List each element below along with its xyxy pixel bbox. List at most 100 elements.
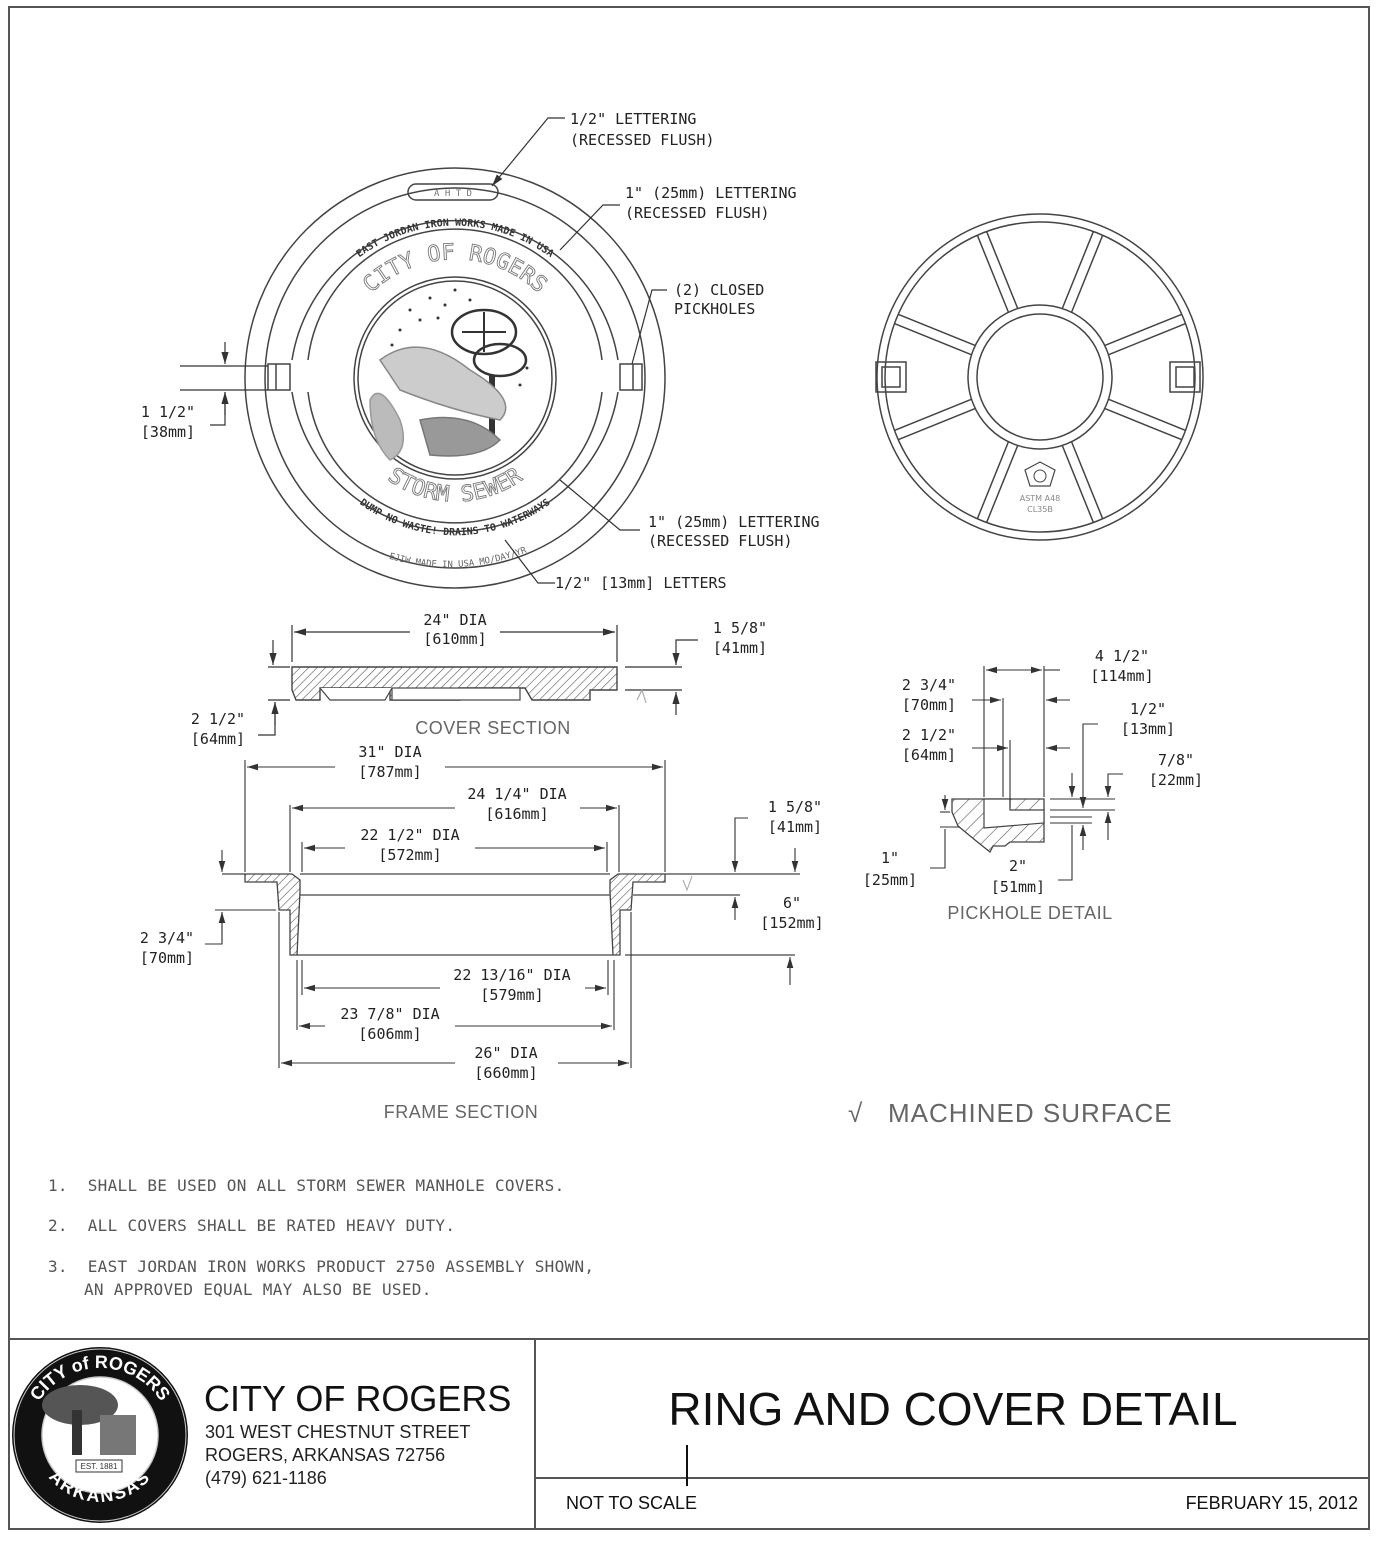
- cover-thickness-mm: [41mm]: [713, 639, 767, 657]
- pick-2-in: 2": [1009, 857, 1027, 875]
- dim-23-875-mm: [606mm]: [358, 1025, 421, 1043]
- machined-surface-legend: √ MACHINED SURFACE: [848, 1098, 1173, 1129]
- dim-22-13-16-mm: [579mm]: [480, 986, 543, 1004]
- frame-rib-5: [985, 445, 1019, 523]
- frame-rib-4: [1061, 445, 1095, 523]
- cover-art-logo: [369, 288, 529, 461]
- pick-0-5-in: 1/2": [1130, 700, 1166, 718]
- frame-section-view: 31" DIA [787mm] 24 1/4" DIA [616mm] 22 1…: [140, 743, 824, 1122]
- pick-0-875-mm: [22mm]: [1149, 771, 1203, 789]
- dim-height6-in: 6": [783, 894, 801, 912]
- note-3: 3. EAST JORDAN IRON WORKS PRODUCT 2750 A…: [48, 1257, 594, 1276]
- frame-rib-5: [976, 441, 1010, 520]
- pick-2-75-mm: [70mm]: [902, 696, 956, 714]
- dim-2-75-mm: [70mm]: [140, 949, 194, 967]
- pickhole-width-in: 1 1/2": [141, 403, 195, 421]
- dim-22-5-mm: [572mm]: [378, 846, 441, 864]
- machined-check-symbol: √: [848, 1098, 864, 1128]
- pick-1-in: 1": [881, 849, 899, 867]
- cover-height-in: 2 1/2": [191, 710, 245, 728]
- dim-26-in: 26" DIA: [474, 1044, 537, 1062]
- cover-dia-in: 24" DIA: [423, 611, 486, 629]
- pick-2-5-mm: [64mm]: [902, 746, 956, 764]
- callout-small-letters: 1/2" [13mm] LETTERS: [555, 574, 727, 592]
- title-block-frame: [8, 1338, 1370, 1530]
- note-text: SHALL BE USED ON ALL STORM SEWER MANHOLE…: [87, 1176, 565, 1195]
- callout-inner-bottom-2: (RECESSED FLUSH): [648, 532, 793, 550]
- bottom-plate-text: EJIW MADE IN USA MO/DAY/YR: [388, 545, 529, 570]
- frame-rib-7: [894, 322, 972, 356]
- seal-est-text: EST. 1881: [81, 1462, 118, 1471]
- callout-inner-top-2: (RECESSED FLUSH): [625, 204, 770, 222]
- cover-dia-mm: [610mm]: [423, 630, 486, 648]
- frame-section-caption: FRAME SECTION: [384, 1102, 539, 1122]
- frame-rib-6: [897, 407, 976, 441]
- frame-rib-2: [1104, 313, 1183, 347]
- frame-rib-0: [985, 231, 1019, 309]
- dim-24-25-mm: [616mm]: [485, 805, 548, 823]
- pick-2-mm: [51mm]: [991, 878, 1045, 896]
- phone-number: (479) 621-1186: [205, 1468, 327, 1488]
- svg-text:EJIW MADE IN USA MO/DAY/YR: EJIW MADE IN USA MO/DAY/YR: [388, 545, 529, 570]
- note-text: ALL COVERS SHALL BE RATED HEAVY DUTY.: [87, 1216, 456, 1235]
- callout-inner-top-1: 1" (25mm) LETTERING: [625, 184, 797, 202]
- callout-pickholes-2: PICKHOLES: [674, 300, 755, 318]
- svg-text:STORM SEWER: STORM SEWER: [383, 463, 527, 508]
- dim-2-75-in: 2 3/4": [140, 929, 194, 947]
- cover-plan-view: [244, 167, 666, 589]
- address-line-1: 301 WEST CHESTNUT STREET: [205, 1422, 471, 1442]
- pick-0-875-in: 7/8": [1158, 751, 1194, 769]
- pick-2-75-in: 2 3/4": [902, 676, 956, 694]
- machined-text: MACHINED SURFACE: [887, 1098, 1173, 1128]
- dim-31-in: 31" DIA: [358, 743, 421, 761]
- frame-rib-3: [1108, 398, 1186, 432]
- frame-plan-view: [875, 213, 1204, 541]
- pick-4-5-mm: [114mm]: [1090, 667, 1153, 685]
- note-1: 1. SHALL BE USED ON ALL STORM SEWER MANH…: [48, 1176, 565, 1195]
- org-name: CITY OF ROGERS: [204, 1378, 512, 1419]
- dim-22-5-in: 22 1/2" DIA: [360, 826, 459, 844]
- frame-rib-7: [897, 313, 976, 347]
- pickhole-detail-caption: PICKHOLE DETAIL: [947, 903, 1112, 923]
- frame-rib-1: [1070, 234, 1104, 313]
- note-2: 2. ALL COVERS SHALL BE RATED HEAVY DUTY.: [48, 1216, 455, 1235]
- dim-26-mm: [660mm]: [474, 1064, 537, 1082]
- material-mark-1: ASTM A48: [1020, 494, 1061, 503]
- note-number: 1.: [48, 1176, 68, 1195]
- dim-24-25-in: 24 1/4" DIA: [467, 785, 566, 803]
- cover-section-view: 24" DIA [610mm] 1 5/8" [41mm] 2 1/2" [64…: [191, 611, 767, 748]
- cover-section-caption: COVER SECTION: [415, 718, 571, 738]
- cover-thickness-in: 1 5/8": [713, 619, 767, 637]
- pick-2-5-in: 2 1/2": [902, 726, 956, 744]
- drawing-title: RING AND COVER DETAIL: [668, 1383, 1238, 1435]
- note-3-continued: AN APPROVED EQUAL MAY ALSO BE USED.: [84, 1280, 432, 1299]
- cover-callout-leaders: [180, 117, 667, 584]
- storm-cover-text: STORM SEWER: [383, 462, 528, 507]
- drawing-date: FEBRUARY 15, 2012: [1185, 1493, 1358, 1513]
- pick-4-5-in: 4 1/2": [1095, 647, 1149, 665]
- dim-height6-mm: [152mm]: [760, 914, 823, 932]
- note-number: 3.: [48, 1257, 68, 1276]
- callout-top-lettering-1: 1/2" LETTERING: [570, 110, 696, 128]
- ring-top-text: EAST JORDAN IRON WORKS MADE IN USA: [355, 218, 556, 260]
- note-number: 2.: [48, 1216, 68, 1235]
- city-seal-logo: CITY of ROGERS ARKANSAS EST. 1881: [12, 1347, 188, 1523]
- pick-0-5-mm: [13mm]: [1121, 720, 1175, 738]
- frame-rib-0: [976, 234, 1010, 313]
- callout-pickholes-1: (2) CLOSED: [674, 281, 764, 299]
- frame-rib-3: [1104, 407, 1183, 441]
- cover-height-mm: [64mm]: [191, 730, 245, 748]
- dim-22-13-16-in: 22 13/16" DIA: [453, 966, 570, 984]
- pickhole-detail-view: 4 1/2" [114mm] 2 3/4" [70mm] 2 1/2" [64m…: [863, 647, 1203, 923]
- pickhole-width-mm: [38mm]: [141, 423, 195, 441]
- drawing-sheet-border: [8, 6, 1370, 1530]
- frame-rib-6: [894, 398, 972, 432]
- ahtd-text: A H T D: [434, 189, 472, 199]
- dim-31-mm: [787mm]: [358, 763, 421, 781]
- svg-text:EAST JORDAN IRON WORKS MADE I: EAST JORDAN IRON WORKS MADE IN USA: [355, 218, 556, 260]
- material-mark-2: CL35B: [1027, 505, 1053, 514]
- callout-inner-bottom-1: 1" (25mm) LETTERING: [648, 513, 820, 531]
- note-text: EAST JORDAN IRON WORKS PRODUCT 2750 ASSE…: [87, 1257, 595, 1276]
- address-line-2: ROGERS, ARKANSAS 72756: [205, 1445, 446, 1465]
- callout-top-lettering-2: (RECESSED FLUSH): [570, 131, 715, 149]
